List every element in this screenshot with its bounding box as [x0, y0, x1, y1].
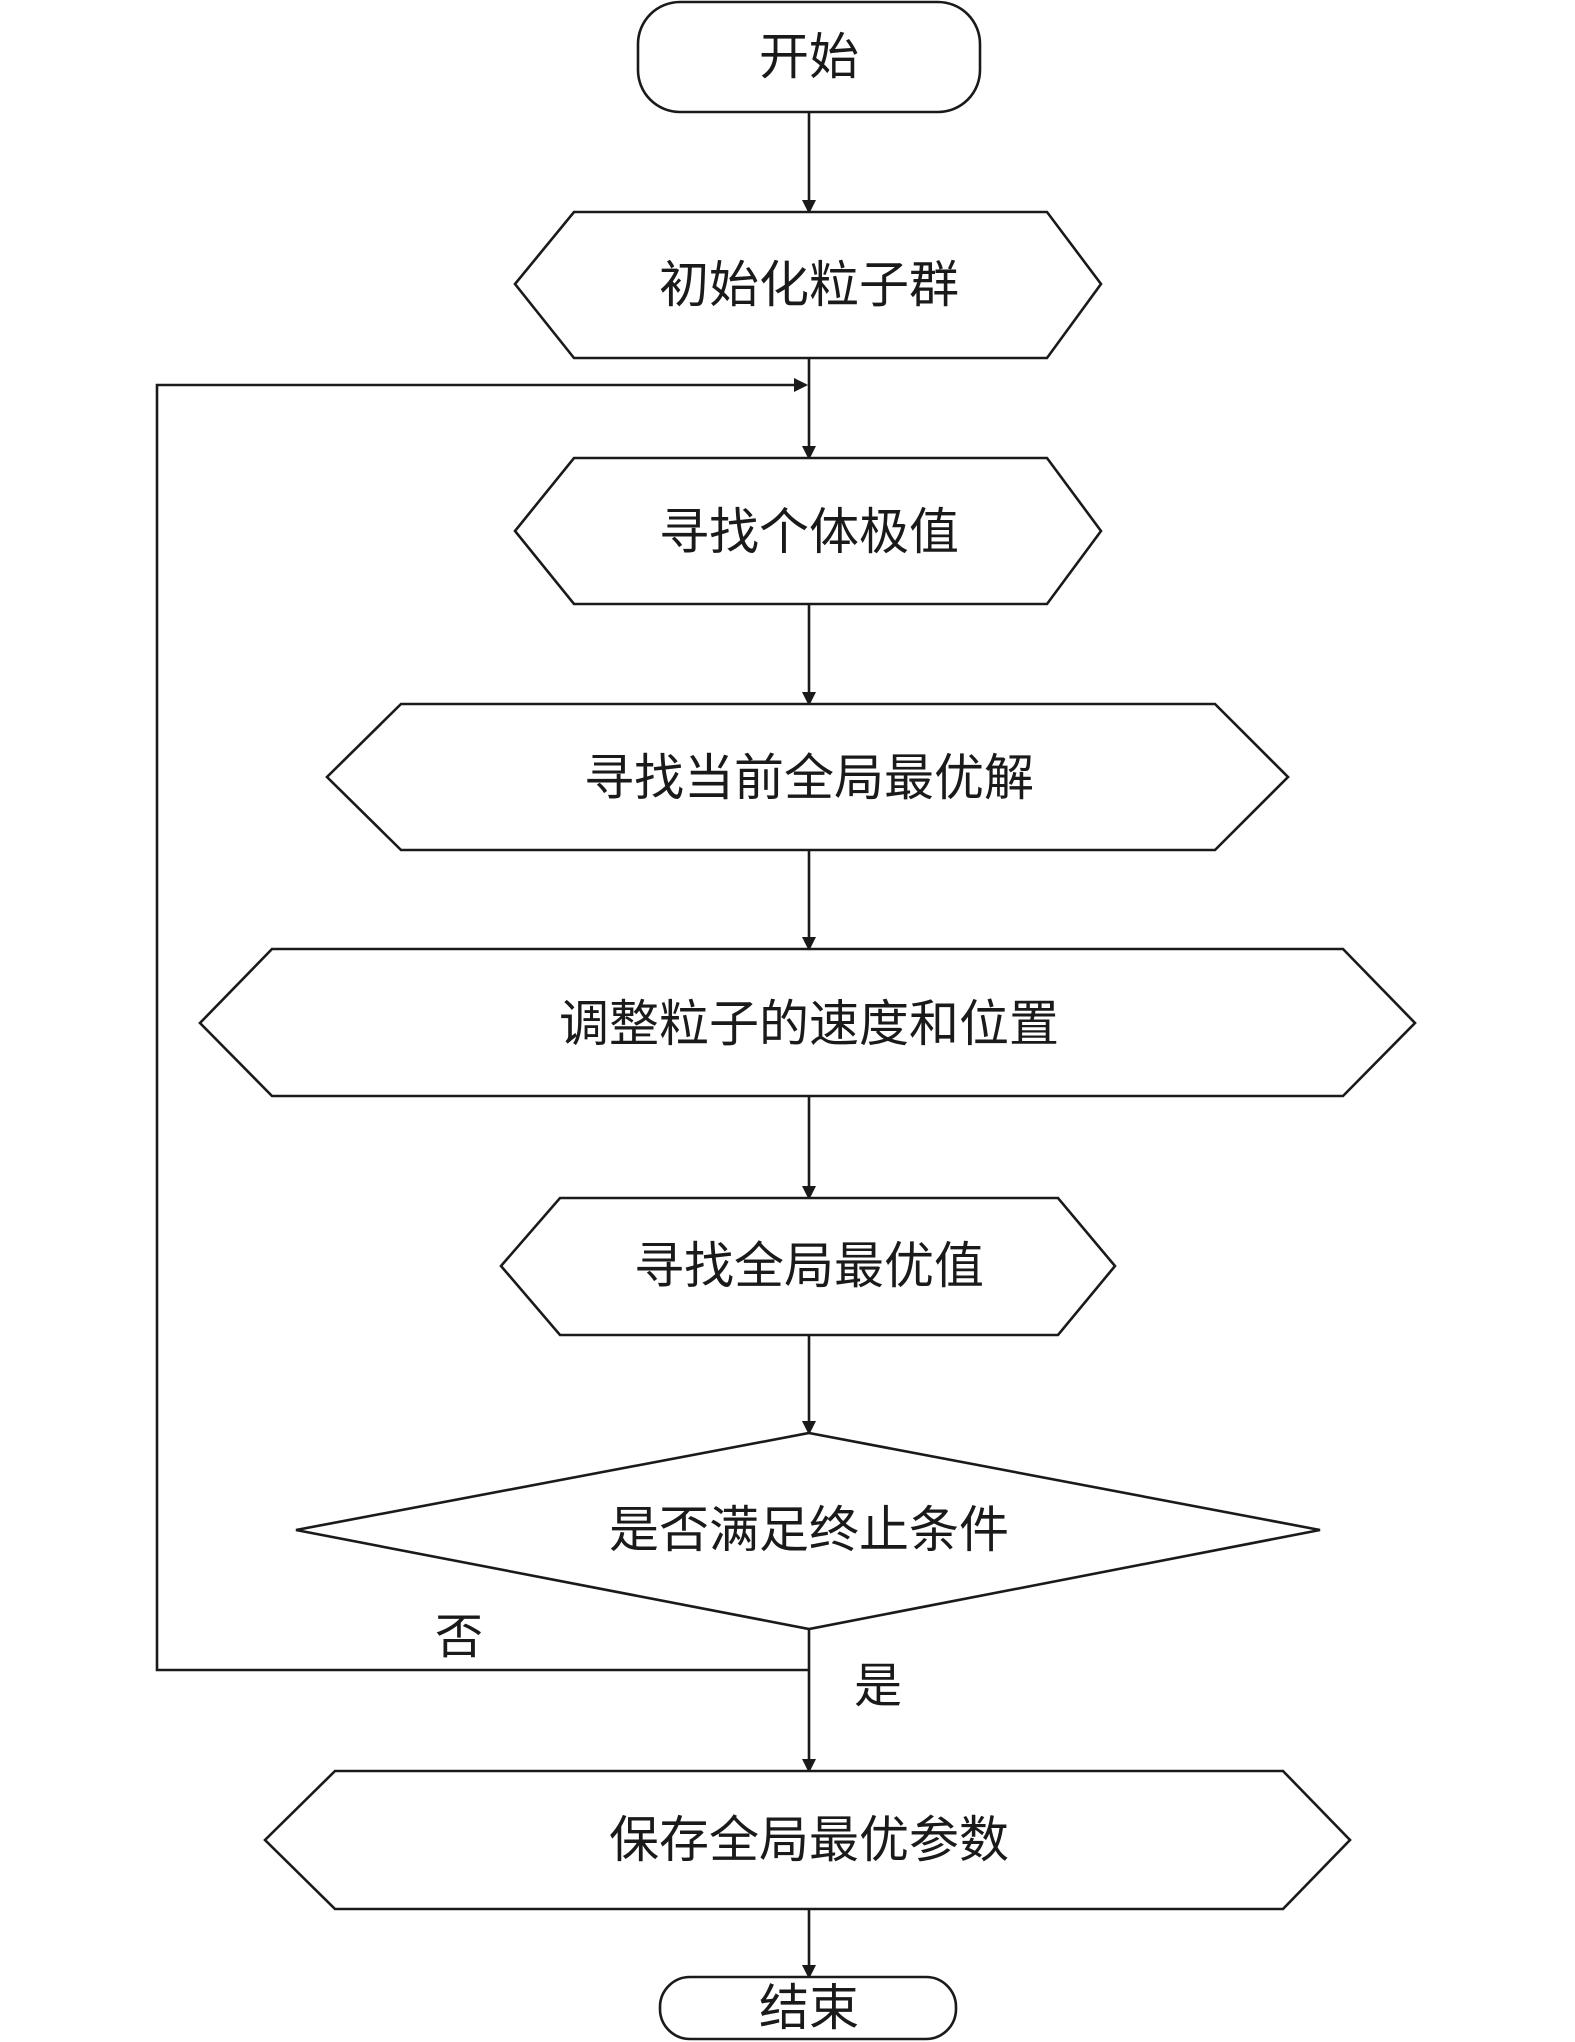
find-global-best-node: 寻找全局最优值 [499, 1196, 1117, 1337]
yes-branch-label: 是 [854, 1658, 902, 1714]
adjust-particles-label: 调整粒子的速度和位置 [559, 995, 1059, 1053]
init-swarm-label: 初始化粒子群 [659, 256, 959, 314]
end-label: 结束 [759, 1979, 859, 2037]
start-label: 开始 [759, 28, 859, 86]
find-personal-best-label: 寻找个体极值 [659, 503, 959, 561]
end-node: 结束 [658, 1975, 958, 2041]
no-branch-label: 否 [435, 1609, 483, 1665]
find-current-global-best-label: 寻找当前全局最优解 [584, 749, 1034, 807]
find-current-global-best-node: 寻找当前全局最优解 [325, 702, 1290, 852]
save-params-label: 保存全局最优参数 [609, 1811, 1009, 1869]
save-params-node: 保存全局最优参数 [263, 1769, 1352, 1911]
termination-decision-node: 是否满足终止条件 [295, 1431, 1321, 1631]
termination-decision-label: 是否满足终止条件 [609, 1501, 1009, 1559]
adjust-particles-node: 调整粒子的速度和位置 [198, 947, 1417, 1098]
find-global-best-label: 寻找全局最优值 [634, 1237, 984, 1295]
init-swarm-node: 初始化粒子群 [513, 210, 1103, 360]
start-node: 开始 [636, 0, 982, 114]
find-personal-best-node: 寻找个体极值 [513, 456, 1103, 606]
arrow-no-loop-back [155, 378, 809, 1672]
